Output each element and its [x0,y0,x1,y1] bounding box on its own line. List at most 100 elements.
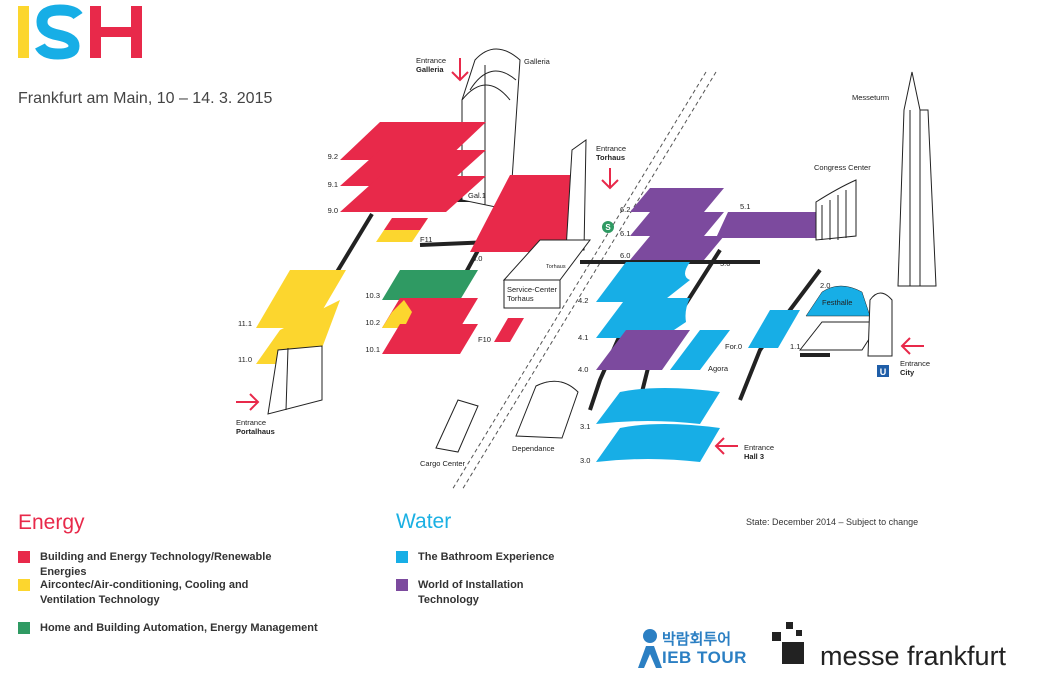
legend-item-label: World of Installation Technology [418,579,524,606]
label-hall-1-1: 1.1 [790,342,800,351]
label-hall-5-1: 5.1 [740,202,750,211]
entrance-hall3-word: Entrance [744,443,774,452]
s-bahn-sign: S [602,221,614,233]
agora [670,330,730,370]
label-hall-6-0: 6.0 [620,251,630,260]
swatch-red [18,551,30,563]
hall-6-2 [630,188,724,212]
hall-f10 [494,318,524,342]
label-for-0: For.0 [725,342,742,351]
label-service-center-1: Service-Center [507,285,558,294]
entrance-portalhaus-word: Entrance [236,418,266,427]
legend-item-label: Home and Building Automation, Energy Man… [40,622,318,634]
entrance-portalhaus-name: Portalhaus [236,427,275,436]
label-festhalle: Festhalle [822,298,852,307]
u-bahn-sign: U [877,365,889,377]
portalhaus-building [267,345,323,415]
hall-9-0 [340,176,486,212]
label-agora: Agora [708,364,729,373]
entrance-torhaus-name: Torhaus [596,153,625,162]
torhaus-building [502,139,591,309]
label-dependance: Dependance [512,444,555,453]
railway-track [451,71,717,491]
label-hall-10-1: 10.1 [365,345,380,354]
ieb-korean-text: 박람회투어 [662,631,732,648]
label-hall-8-0: 8.0 [472,254,482,263]
legend-item-label: Aircontec/Air-conditioning, Cooling and … [40,579,249,606]
label-hall-10-2: 10.2 [365,318,380,327]
swatch-purple [396,579,408,591]
label-hall-10-3: 10.3 [365,291,380,300]
legend-item-aircontec: Aircontec/Air-conditioning, Cooling and … [18,578,270,608]
label-hall-3-1: 3.1 [580,422,590,431]
hall-5-1 [716,212,818,238]
label-hall-f11: F11 [420,235,432,244]
festhalle [805,285,871,317]
entrance-city-word: Entrance [900,359,930,368]
dependance-building [515,380,579,439]
legend-item-label: The Bathroom Experience [418,551,555,563]
entrance-arrows [236,58,924,455]
label-hall-4-2: 4.2 [578,296,588,305]
label-hall-3-0: 3.0 [580,456,590,465]
legend-item-building-energy: Building and Energy Technology/Renewable… [18,550,280,580]
messeturm-tower [897,71,937,287]
city-entrance-building [867,292,893,357]
hall-4-1 [596,298,690,338]
svg-text:S: S [605,223,611,232]
hall-4-0 [596,330,690,370]
label-galleria: Galleria [524,57,551,66]
event-subtitle: Frankfurt am Main, 10 – 14. 3. 2015 [18,90,273,107]
legend-item-label: Building and Energy Technology/Renewable… [40,551,272,578]
label-hall-9-2: 9.2 [328,152,338,161]
messe-frankfurt-text: messe frankfurt [820,641,1007,671]
swatch-green [18,622,30,634]
label-hall-4-1: 4.1 [578,333,588,342]
cargo-center-building [435,399,479,453]
entrance-torhaus-word: Entrance [596,144,626,153]
label-hall-6-1: 6.1 [620,229,630,238]
hall-6-0 [630,236,724,260]
label-gal-1: Gal.1 [468,191,486,200]
hall-11-1 [256,270,346,328]
label-messeturm: Messeturm [852,93,889,102]
entrance-hall3-name: Hall 3 [744,452,764,461]
entrance-galleria-name: Galleria [416,65,444,74]
hall-8-0 [470,175,574,252]
state-note: State: December 2014 – Subject to change [746,517,919,527]
legend-water-title: Water [396,510,452,533]
hall-3-1 [596,388,720,424]
label-cargo-center: Cargo Center [420,459,466,468]
label-hall-2-0: 2.0 [820,281,830,290]
hall-3-0 [596,424,720,462]
entrance-city-name: City [900,368,915,377]
label-hall-f10: F10 [478,335,491,344]
ish-logo [18,4,142,60]
hall-6-1 [630,212,724,236]
hall-for-0 [748,310,800,348]
label-hall-11-0: 11.0 [238,355,252,364]
legend-item-installation: World of Installation Technology [396,578,558,608]
label-hall-6-2: 6.2 [620,205,630,214]
label-hall-4-0: 4.0 [578,365,588,374]
hall-10-2 [382,298,478,328]
ieb-english-text: IEB TOUR [662,648,747,667]
congress-center [815,179,857,241]
hall-10-3 [382,270,478,300]
swatch-yellow [18,579,30,591]
label-torhaus-small: Torhaus [546,264,566,270]
label-congress-center: Congress Center [814,163,871,172]
legend-item-bathroom: The Bathroom Experience [396,550,554,565]
hall-4-2 [596,262,690,302]
label-hall-9-1: 9.1 [328,180,338,189]
hall-f11 [376,218,428,242]
swatch-blue [396,551,408,563]
entrance-galleria-word: Entrance [416,56,446,65]
label-hall-11-1: 11.1 [238,319,252,328]
messe-frankfurt-mark [772,622,804,664]
svg-text:U: U [880,367,887,377]
legend-energy-title: Energy [18,511,85,534]
galleria-building [461,48,521,211]
label-hall-9-0: 9.0 [328,206,338,215]
